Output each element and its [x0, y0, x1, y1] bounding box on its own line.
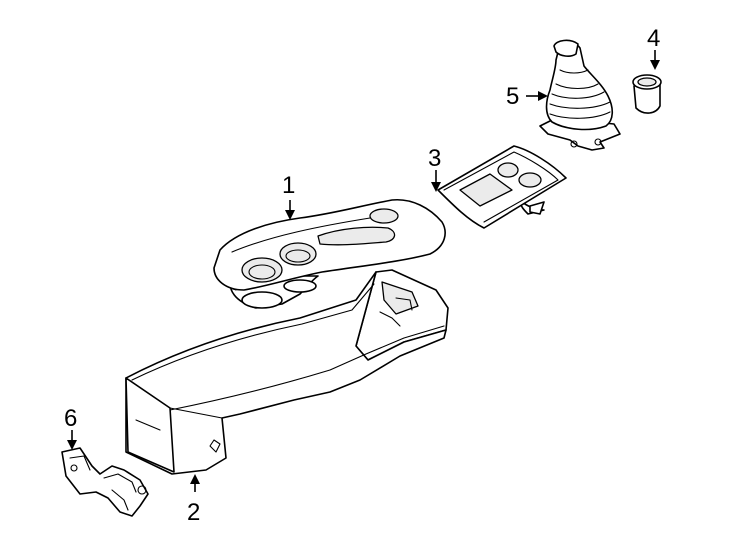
mounting-bracket-part [61, 447, 149, 517]
leader-3 [431, 170, 441, 192]
shifter-bezel-part [437, 145, 567, 229]
callout-2: 2 [187, 499, 200, 526]
leader-4 [650, 50, 660, 70]
callout-3: 3 [428, 145, 441, 172]
leader-5 [526, 91, 548, 101]
leader-6 [67, 430, 77, 450]
callout-5: 5 [506, 83, 519, 110]
callout-6: 6 [64, 405, 77, 432]
leader-2 [190, 474, 200, 492]
console-base-part [125, 269, 449, 475]
callout-4: 4 [647, 25, 660, 52]
small-cap-part [632, 74, 662, 114]
leader-1 [285, 200, 295, 220]
callout-1: 1 [282, 172, 295, 199]
cupholder-panel-part [213, 198, 446, 309]
shift-boot-part [539, 39, 621, 151]
